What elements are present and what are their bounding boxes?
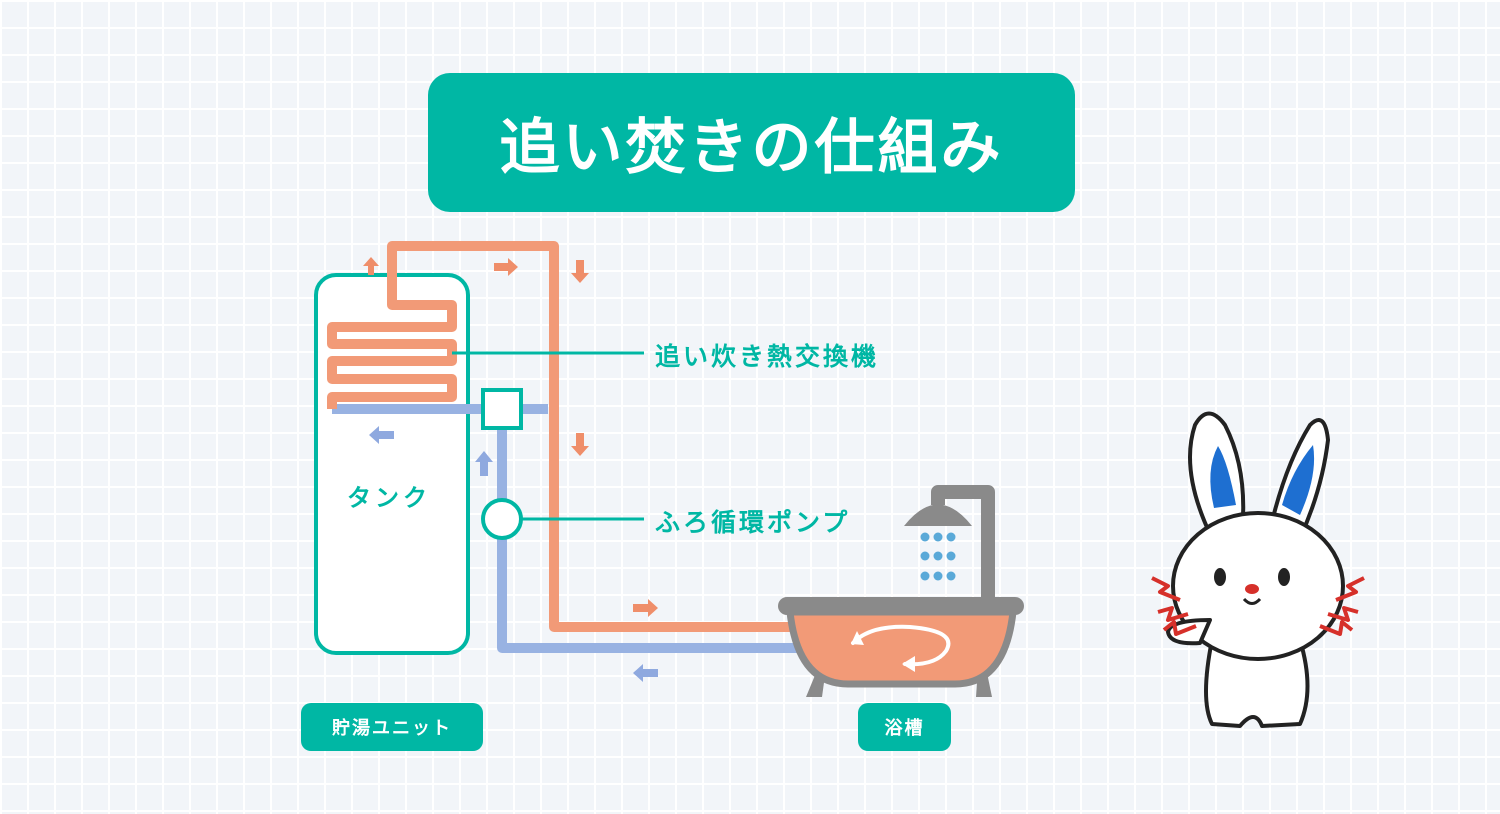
water-drops (920, 532, 956, 581)
bunny-nose (1245, 584, 1259, 594)
bathtub-rim (778, 597, 1024, 615)
bunny-spark-icon (1151, 576, 1365, 636)
shower-fixture (904, 485, 995, 598)
heat-exchanger-box (481, 388, 523, 430)
arrow-right-icon (494, 258, 518, 276)
hot-supply-pipe (327, 241, 800, 632)
bathtub-label: 浴槽 (884, 718, 925, 739)
bunny-eye-left (1214, 568, 1226, 586)
pump-label: ふろ循環ポンプ (655, 508, 851, 537)
bunny-eye-right (1278, 568, 1290, 586)
arrow-head-icon (902, 656, 915, 672)
arrow-up-icon (475, 451, 493, 476)
arrow-head-icon (851, 631, 864, 645)
circulation-swirl-icon (851, 624, 951, 667)
flow-arrows-hot (363, 257, 658, 617)
bunny-mascot (1151, 411, 1365, 728)
bathtub (778, 597, 1024, 697)
storage-unit-badge: 貯湯ユニット (301, 703, 483, 751)
bunny-body (1204, 638, 1310, 728)
bunny-mouth (1242, 597, 1262, 605)
circulation-pump (481, 498, 523, 540)
arrow-left-icon (633, 664, 658, 682)
title-banner: 追い焚きの仕組み (428, 73, 1075, 212)
storage-unit-label: 貯湯ユニット (332, 718, 452, 739)
bathtub-badge: 浴槽 (858, 703, 951, 751)
shower-pipe (931, 485, 995, 598)
flow-arrows-cold (369, 426, 658, 682)
bunny-hand (1166, 618, 1212, 646)
arrow-down-icon (571, 433, 589, 456)
bunny-ear-inner-right (1282, 445, 1315, 515)
bunny-ear-inner-left (1210, 446, 1236, 508)
tank-label: タンク (347, 484, 431, 512)
arrow-right-icon (633, 599, 658, 617)
arrow-left-icon (369, 426, 394, 444)
heat-exchanger-label: 追い炊き熱交換機 (655, 342, 880, 371)
bathtub-water (786, 608, 1017, 688)
arrow-down-icon (571, 260, 589, 283)
bunny-head (1171, 511, 1345, 661)
arrow-up-icon (363, 257, 379, 275)
diagram-title: 追い焚きの仕組み (499, 113, 1004, 183)
shower-head-icon (904, 504, 972, 526)
